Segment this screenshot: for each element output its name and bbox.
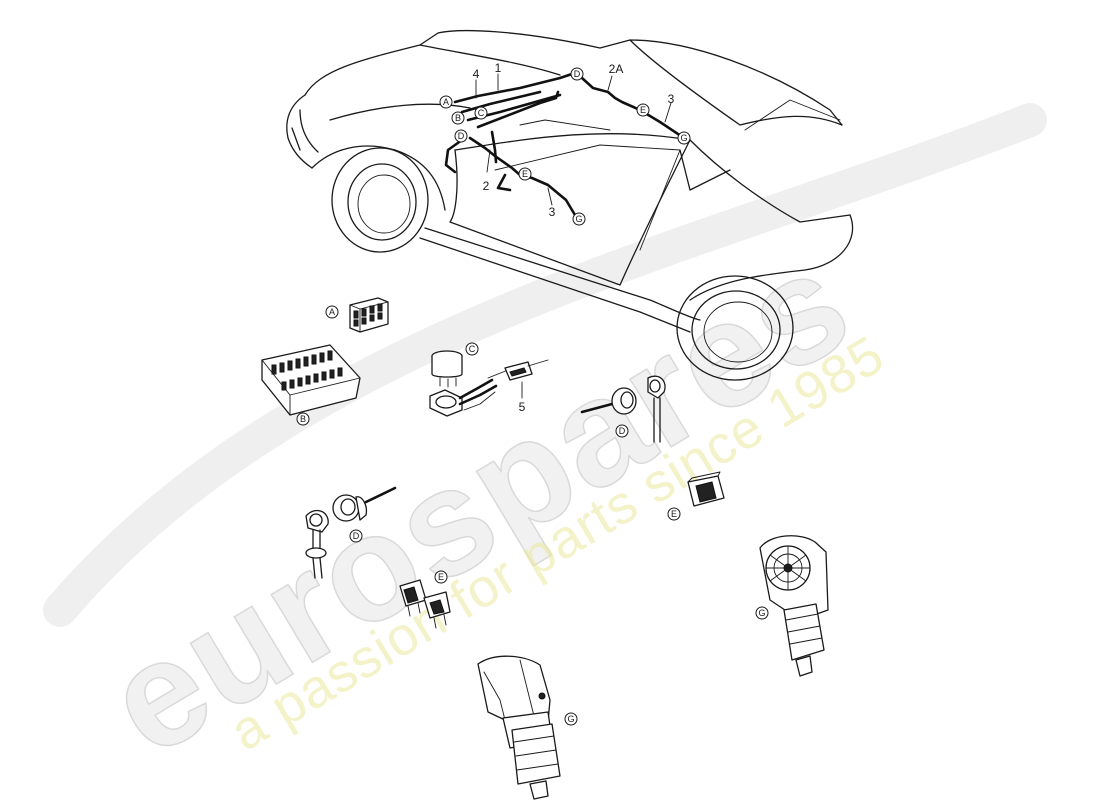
svg-text:G: G bbox=[680, 133, 687, 143]
svg-text:C: C bbox=[469, 344, 476, 354]
number-5: 5 bbox=[519, 400, 526, 414]
callout-part-g2: G bbox=[564, 712, 578, 726]
part-a-connector bbox=[349, 297, 389, 333]
part-e-switch-left bbox=[399, 579, 451, 629]
part-g-motor-right bbox=[759, 535, 829, 677]
svg-text:G: G bbox=[758, 608, 765, 618]
callout-part-d2: D bbox=[349, 529, 363, 543]
rear-wheel bbox=[331, 147, 429, 253]
svg-text:D: D bbox=[619, 426, 626, 436]
front-wheel bbox=[676, 275, 794, 381]
top-callouts: A B C D D E E G G bbox=[439, 67, 691, 226]
callout-top-e2: E bbox=[518, 167, 532, 181]
svg-text:A: A bbox=[443, 97, 449, 107]
callout-top-g1: G bbox=[677, 131, 691, 145]
callout-part-d1: D bbox=[615, 424, 629, 438]
part-c-socket bbox=[429, 378, 498, 417]
number-2a: 2A bbox=[609, 62, 624, 76]
callout-top-c: C bbox=[474, 106, 488, 120]
svg-text:G: G bbox=[575, 214, 582, 224]
part-d-left bbox=[305, 486, 397, 579]
svg-text:E: E bbox=[640, 105, 646, 115]
svg-text:D: D bbox=[458, 131, 465, 141]
part-5-connector bbox=[487, 359, 549, 399]
part-c-relay bbox=[431, 350, 463, 388]
top-numbers: 1 4 2 2A 3 3 bbox=[473, 61, 675, 219]
callout-part-b: B bbox=[296, 412, 310, 426]
callout-top-g2: G bbox=[572, 212, 586, 226]
callout-top-d1: D bbox=[570, 67, 584, 81]
callout-top-e1: E bbox=[636, 103, 650, 117]
number-3-right: 3 bbox=[668, 92, 675, 106]
callout-top-d2: D bbox=[454, 129, 468, 143]
watermark-brand: eurospares bbox=[80, 217, 877, 788]
callout-part-a: A bbox=[325, 305, 339, 319]
callout-top-b: B bbox=[451, 111, 465, 125]
part-g-motor-bottom bbox=[477, 655, 561, 800]
callout-part-e2: E bbox=[434, 570, 448, 584]
svg-text:C: C bbox=[478, 108, 485, 118]
svg-text:B: B bbox=[455, 113, 461, 123]
callout-part-c: C bbox=[465, 342, 479, 356]
svg-text:D: D bbox=[353, 531, 360, 541]
number-2: 2 bbox=[483, 179, 490, 193]
leader-lines bbox=[475, 73, 672, 206]
wiring-harness bbox=[444, 72, 686, 222]
car-outline bbox=[286, 29, 854, 381]
svg-text:A: A bbox=[329, 307, 335, 317]
number-3-left: 3 bbox=[549, 205, 556, 219]
svg-text:E: E bbox=[671, 509, 677, 519]
callout-part-e1: E bbox=[667, 507, 681, 521]
svg-text:D: D bbox=[574, 69, 581, 79]
callout-part-g1: G bbox=[755, 606, 769, 620]
svg-text:B: B bbox=[300, 414, 306, 424]
number-4: 4 bbox=[473, 67, 480, 81]
svg-text:G: G bbox=[567, 714, 574, 724]
number-1: 1 bbox=[495, 61, 502, 75]
callout-top-a: A bbox=[439, 95, 453, 109]
svg-text:E: E bbox=[438, 572, 444, 582]
part-b-fuse-strip bbox=[261, 344, 361, 416]
part-d-right bbox=[580, 375, 666, 443]
part-e-switch-right bbox=[687, 471, 725, 507]
svg-text:E: E bbox=[522, 169, 528, 179]
